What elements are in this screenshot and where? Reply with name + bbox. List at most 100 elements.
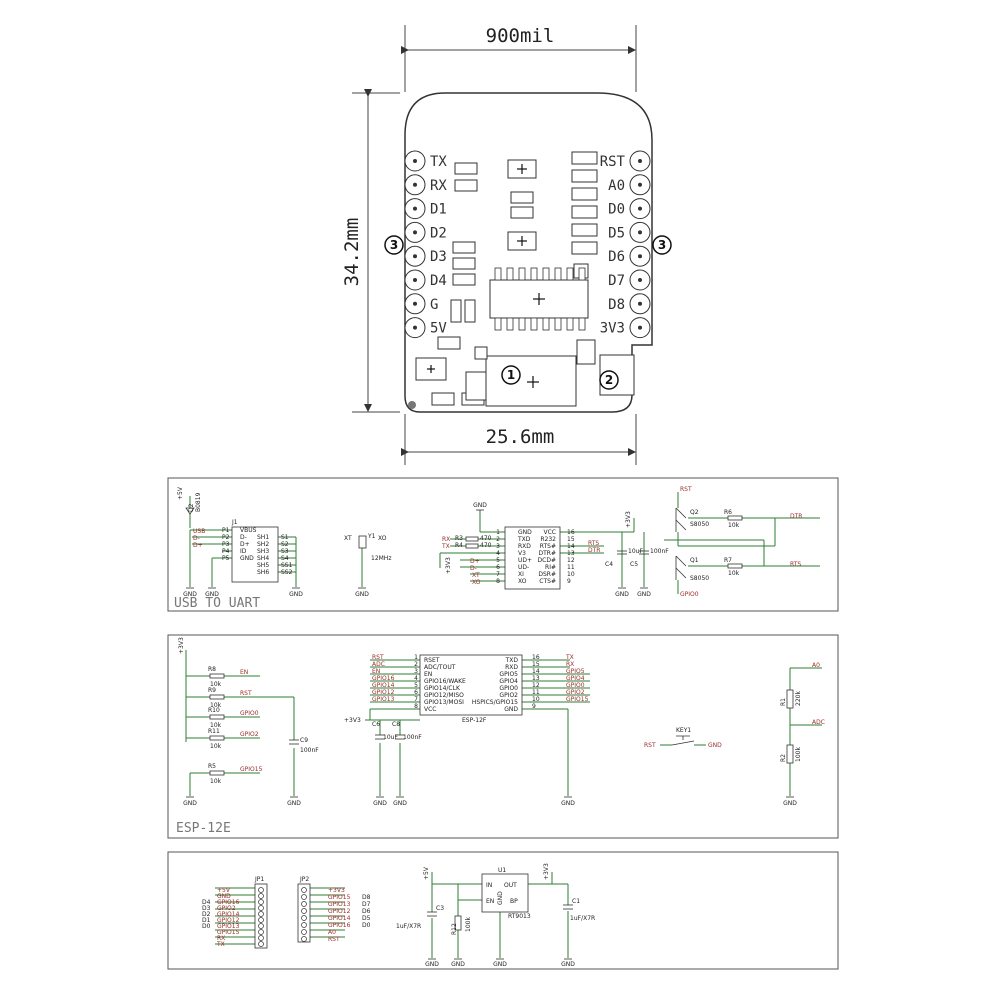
- esp-text: +3V3R810kENR910kRSTR1010kGPIO0R1110kGPIO…: [178, 637, 825, 807]
- jp1-side-label: D2: [202, 911, 211, 918]
- header-pin-hole: [638, 230, 642, 235]
- resistor-net: GPIO2: [240, 731, 259, 738]
- esp-left-pin: GPIO13/MOSI: [424, 699, 464, 706]
- ic-pin: [542, 267, 550, 281]
- u1-label: U1: [498, 867, 506, 874]
- jp2-side-label: D6: [362, 908, 371, 915]
- esp-left-net: EN: [372, 668, 380, 675]
- resistor-net: GPIO0: [240, 710, 259, 717]
- j1-pin-name: SH5: [257, 562, 269, 569]
- ch340-pin-num: 16: [567, 529, 575, 536]
- jp1-net: GPIO14: [217, 911, 240, 918]
- ic-pin: [494, 267, 502, 281]
- callout-3-left: 3: [384, 235, 404, 255]
- gnd-label: GND: [561, 961, 575, 968]
- jp1-net: GPIO16: [217, 899, 240, 906]
- right-pin-label: 3V3: [600, 321, 625, 337]
- plus5v-label: +5V: [423, 866, 430, 880]
- usb-gnd-symbols: [186, 509, 648, 589]
- r3-label: R3: [455, 535, 463, 542]
- xt-net: XT: [472, 572, 480, 579]
- right-pin-label: D7: [608, 273, 625, 289]
- usb-net: USB: [193, 528, 205, 535]
- rts-net: RTS: [588, 540, 599, 547]
- j1-pin-name: SH1: [257, 534, 269, 541]
- esp-right-num: 14: [532, 668, 540, 675]
- j1-pin-name: ID: [240, 548, 247, 555]
- ch340-pin-num: 7: [496, 571, 500, 578]
- left-pin-label: D2: [430, 225, 447, 241]
- dtr-net: DTR: [790, 513, 802, 520]
- header-pin-hole: [413, 159, 417, 163]
- dtr-net: DTR: [588, 547, 600, 554]
- esp-left-net: RST: [372, 654, 384, 661]
- u1-in: IN: [486, 882, 492, 889]
- left-pin-label: D1: [430, 202, 447, 218]
- resistor-ref: R8: [208, 666, 216, 673]
- r1-label: R1: [780, 698, 787, 706]
- gnd-label: GND: [637, 591, 651, 598]
- esp-left-pin: GPIO16/WAKE: [424, 678, 466, 685]
- c4-label: C4: [605, 561, 613, 568]
- r2-label: R2: [780, 754, 787, 762]
- esp-right-net: GPIO0: [566, 682, 585, 689]
- resistor-net: RST: [240, 690, 252, 697]
- header-pin-hole: [638, 325, 642, 330]
- esp-right-pin: GPIO4: [499, 678, 518, 685]
- y1-body: [358, 535, 367, 549]
- panel-title: ESP-12E: [176, 821, 231, 836]
- jp2-side-label: D5: [362, 915, 371, 922]
- right-pin-label: RST: [600, 154, 626, 170]
- jp1-pin: [258, 935, 264, 941]
- esp-left-num: 7: [414, 696, 418, 703]
- c9-label: C9: [300, 737, 308, 744]
- usb-net: D+: [193, 542, 203, 549]
- jp2-side-label: D0: [362, 922, 371, 929]
- jp2-label: JP2: [299, 876, 309, 883]
- header-pin-hole: [413, 182, 417, 187]
- esp-right-net: TX: [565, 654, 574, 661]
- j1-pin-num: SS2: [281, 569, 293, 576]
- ch340-pin-num: 13: [567, 550, 575, 557]
- c1-value: 1uF/X7R: [570, 915, 595, 922]
- resistor-value: 10k: [210, 778, 222, 785]
- ic-pin: [518, 267, 526, 281]
- ch340-pin-num: 4: [496, 550, 500, 557]
- u1-en: EN: [486, 898, 494, 905]
- adc-net: ADC: [812, 719, 825, 726]
- left-pin-label: D3: [430, 249, 447, 265]
- esp-right-net: GPIO15: [566, 696, 589, 703]
- j1-pin-num: P3: [222, 541, 230, 548]
- esp-left-num: 5: [414, 682, 418, 689]
- a0-net: A0: [812, 662, 820, 669]
- dim-height: 34.2mm: [341, 218, 363, 287]
- plus3v3-label: +3V3: [344, 717, 361, 724]
- esp-wires: [185, 650, 822, 796]
- ch340-pin-name: RTS#: [540, 543, 556, 550]
- power-parts: [254, 873, 573, 949]
- j1-pin-num: P5: [222, 555, 230, 562]
- c3-label: C3: [436, 905, 444, 912]
- jp1-pin: [258, 917, 264, 923]
- esp-right-net: GPIO2: [566, 689, 585, 696]
- c9-value: 100nF: [300, 747, 319, 754]
- j1-pin-num: P2: [222, 534, 230, 541]
- esp-left-net: GPIO12: [372, 689, 395, 696]
- svg-text:2: 2: [605, 373, 613, 387]
- j1-pin-num: SS1: [281, 562, 293, 569]
- c6-label: C6: [372, 721, 380, 728]
- resistor-value: 10k: [210, 722, 222, 729]
- header-pin-hole: [638, 206, 642, 211]
- ic-pin: [578, 317, 586, 331]
- esp-right-num: 13: [532, 675, 540, 682]
- u1-out: OUT: [504, 882, 517, 889]
- callout-1: 1: [501, 365, 521, 385]
- gnd-label: GND: [355, 591, 369, 598]
- resistor-value: 10k: [210, 743, 222, 750]
- panel-usb-to-uart: USB TO UART: [167, 477, 839, 612]
- j1-pin-num: P1: [222, 527, 230, 534]
- j1-pin-name: SH6: [257, 569, 269, 576]
- gnd-label: GND: [183, 591, 197, 598]
